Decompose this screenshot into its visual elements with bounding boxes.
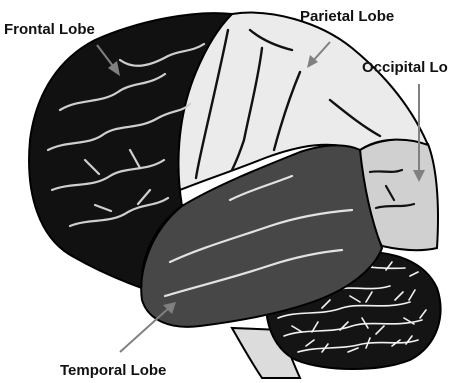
parietal-lobe-label: Parietal Lobe <box>300 8 394 25</box>
frontal-lobe-label: Frontal Lobe <box>4 21 95 38</box>
occipital-lobe-label: Occipital Lo <box>362 59 448 76</box>
temporal-lobe-label: Temporal Lobe <box>60 362 166 379</box>
